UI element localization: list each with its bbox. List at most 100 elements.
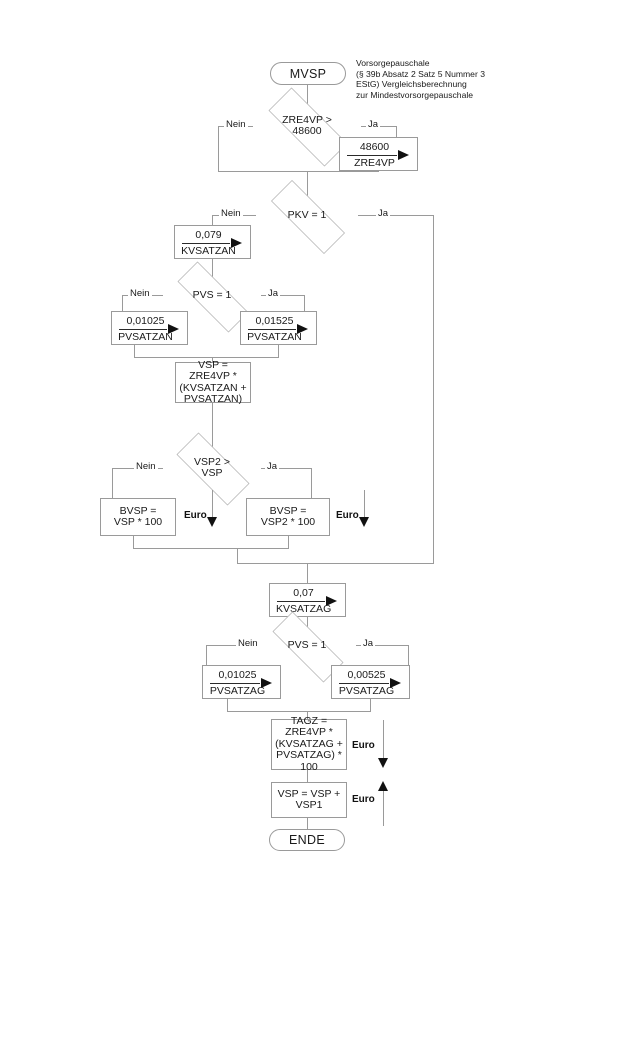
process-tagz-line5: 100 (300, 760, 318, 773)
assign-pvsatzan-no: 0,01025 PVSATZAN (111, 311, 188, 345)
label-vsp2-no: Nein (134, 461, 158, 472)
assign-zre4vp-value: 48600 (359, 141, 390, 153)
assign-zre4vp-bar (347, 155, 397, 156)
process-bvsp-yes-line1: BVSP = (269, 504, 307, 517)
connector-pkv-yes-h (358, 215, 433, 216)
decision-pvs-upper: PVS = 1 (162, 261, 262, 333)
process-tagz-line4: PVSATZAG) * (276, 749, 342, 762)
process-vsp: VSP = ZRE4VP * (KVSATZAN + PVSATZAN) (175, 358, 251, 405)
label-pkv-no: Nein (219, 208, 243, 219)
connector-pvs1-no-v (122, 295, 123, 311)
connector-kvsatzag-to-pvs2 (307, 617, 308, 627)
connector-48600-merge (307, 171, 379, 172)
assign-pvsatzag-no: 0,01025 PVSATZAG (202, 665, 281, 699)
connector-pkv-yes-rail (433, 215, 434, 563)
assign-arrow-icon (231, 238, 242, 248)
connector-bvsp-no-down (133, 536, 134, 548)
label-zre4vp-no: Nein (224, 119, 248, 130)
connector-pvs2-no-v (206, 645, 207, 665)
diagram-title-note: Vorsorgepauschale (§ 39b Absatz 2 Satz 5… (356, 58, 485, 100)
assign-pvsatzag-yes-variable: PVSATZAG (338, 685, 395, 697)
euro-line-vspsum (383, 790, 384, 826)
connector-tagz-to-vspsum (307, 770, 308, 782)
connector-pvsatzan-no-down (134, 345, 135, 357)
connector-vsp2-yes-v (311, 468, 312, 498)
connector-bvsp-merge-h (133, 548, 289, 549)
euro-label-bvsp-left: Euro (184, 510, 207, 521)
euro-line-tagz (383, 720, 384, 760)
assign-pvsatzag-no-bar (210, 683, 260, 684)
euro-line-bvsp-left (212, 490, 213, 518)
connector-pvsatzag-merge (227, 711, 371, 712)
assign-kvsatzag: 0,07 KVSATZAG (269, 583, 346, 617)
euro-label-vspsum: Euro (352, 794, 375, 805)
connector-zre4vp-yes-v (396, 126, 397, 137)
assign-kvsatzag-variable: KVSATZAG (276, 603, 332, 615)
process-vsp-line3: (KVSATZAN + (179, 381, 247, 394)
decision-vsp2: VSP2 > VSP (162, 432, 262, 506)
assign-pvsatzag-yes-bar (339, 683, 389, 684)
process-bvsp-yes-line2: VSP2 * 100 (260, 516, 316, 528)
assign-kvsatzag-value: 0,07 (293, 587, 314, 599)
label-pvs1-yes: Ja (266, 288, 281, 299)
assign-kvsatzan-value: 0,079 (195, 229, 222, 241)
decision-vsp2-line1: VSP2 > (194, 455, 230, 468)
connector-pvsatzan-yes-down (278, 345, 279, 357)
connector-pvs2-yes-h (356, 645, 408, 646)
euro-label-bvsp-right: Euro (336, 510, 359, 521)
connector-pvs2-no-h (206, 645, 258, 646)
label-pvs2-yes: Ja (361, 638, 376, 649)
process-tagz: TAGZ = ZRE4VP * (KVSATZAG + PVSATZAG) * … (271, 714, 347, 772)
assign-arrow-icon (261, 678, 272, 688)
process-vsp-sum-line2: VSP1 (295, 799, 323, 811)
assign-pvsatzan-no-value: 0,01025 (126, 315, 165, 327)
connector-pvsatzag-yes-down (370, 699, 371, 711)
connector-pvsatzan-to-vsp (212, 357, 213, 363)
assign-kvsatzan: 0,079 KVSATZAN (174, 225, 251, 259)
assign-pvsatzag-no-variable: PVSATZAG (209, 685, 266, 697)
process-bvsp-no-line1: BVSP = (119, 504, 157, 517)
connector-pkv-no-v (212, 215, 213, 225)
start-terminator: MVSP (270, 62, 346, 85)
connector-rail-to-kvsatzag (307, 563, 308, 583)
assign-kvsatzan-variable: KVSATZAN (181, 245, 236, 257)
assign-zre4vp-variable: ZRE4VP (354, 157, 395, 169)
decision-pvs-upper-text: PVS = 1 (162, 277, 262, 315)
assign-arrow-icon (398, 150, 409, 160)
assign-arrow-icon (390, 678, 401, 688)
label-pvs2-no: Nein (236, 638, 260, 649)
euro-arrow-down-icon (359, 517, 369, 527)
connector-pvs2-yes-v (408, 645, 409, 665)
decision-pkv-line1: PKV = 1 (287, 209, 327, 222)
process-vsp-line1: VSP = (198, 358, 228, 371)
euro-arrow-down-icon (378, 758, 388, 768)
decision-vsp2-text: VSP2 > VSP (162, 447, 262, 489)
connector-pvs1-yes-v (304, 295, 305, 311)
connector-start-to-zre4vp (307, 85, 308, 104)
decision-zre4vp-text: ZRE4VP > 48600 (252, 104, 362, 148)
assign-arrow-icon (168, 324, 179, 334)
euro-arrow-up-icon (378, 781, 388, 791)
connector-merge-to-pkv (307, 171, 308, 196)
decision-pvs-lower: PVS = 1 (257, 611, 357, 683)
connector-zre4vp-no-merge (218, 171, 308, 172)
connector-zre4vp-no-v (218, 126, 219, 171)
connector-vsp2-yes-h (261, 468, 311, 469)
assign-pvsatzan-yes-bar (248, 329, 296, 330)
euro-label-tagz: Euro (352, 740, 375, 751)
assign-pvsatzan-yes-variable: PVSATZAN (247, 331, 302, 343)
process-bvsp-no-line2: VSP * 100 (113, 516, 163, 528)
assign-zre4vp: 48600 ZRE4VP (339, 137, 418, 171)
connector-vsp2-no-v (112, 468, 113, 498)
decision-pvs-lower-text: PVS = 1 (257, 627, 357, 665)
decision-zre4vp: ZRE4VP > 48600 (252, 87, 362, 167)
assign-kvsatzan-bar (182, 243, 230, 244)
euro-arrow-down-icon (207, 517, 217, 527)
process-tagz-line1: TAGZ = (290, 714, 328, 727)
connector-vspsum-to-end (307, 818, 308, 829)
assign-arrow-icon (326, 596, 337, 606)
decision-pkv: PKV = 1 (255, 180, 359, 254)
process-vsp-line2: ZRE4VP * (189, 370, 237, 382)
assign-pvsatzag-yes-value: 0,00525 (347, 669, 386, 681)
